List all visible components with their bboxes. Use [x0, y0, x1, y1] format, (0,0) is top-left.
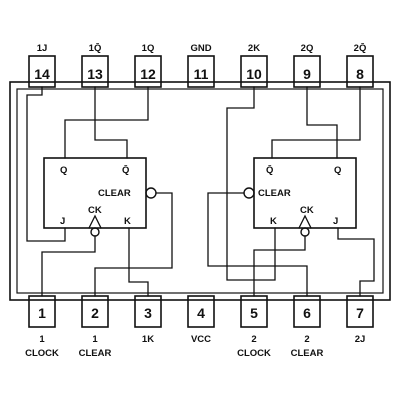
pin-number: 8 [356, 66, 364, 82]
wire-pin12-to-q1 [64, 86, 149, 159]
flip-flop-2-q-label: Q [334, 165, 341, 176]
flip-flop-1-qbar-label: Q̄ [122, 165, 129, 176]
top-pin-13: 13 1Q̄ [81, 43, 109, 88]
flip-flop-1-clock-bubble [90, 227, 100, 237]
pin-label-line2: CLEAR [79, 348, 112, 359]
pin-number: 9 [303, 66, 311, 82]
pin-label: 2K [248, 43, 260, 54]
pin-label: 2J [355, 334, 366, 345]
pin-box [187, 55, 215, 88]
flip-flop-1-ck-label: CK [88, 205, 102, 216]
bottom-pin-7: 7 2J [346, 295, 374, 345]
flip-flop-2-k-label: K [270, 216, 277, 227]
bottom-pin-3: 3 1K [134, 295, 162, 345]
wire-pin7-to-j2 [337, 227, 375, 297]
flip-flop-2-j-label: J [333, 216, 338, 227]
pin-number: 3 [144, 305, 152, 321]
flip-flop-2-clear-bubble [243, 187, 255, 199]
flip-flop-2-clear-label: CLEAR [258, 188, 291, 199]
bottom-pin-4: 4 VCC [187, 295, 215, 345]
flip-flop-1-clock-triangle [88, 214, 102, 229]
flip-flop-1-j-label: J [60, 216, 65, 227]
top-pin-14: 14 1J [28, 43, 56, 88]
wire-pin13-to-qbar1 [94, 86, 128, 159]
pin-box [187, 295, 215, 328]
pin-label-line2: CLOCK [25, 348, 59, 359]
pin-number: 13 [87, 66, 103, 82]
pin-number: 10 [246, 66, 262, 82]
wire-pin2-to-clear1 [94, 192, 173, 297]
flip-flop-1: Q Q̄ CLEAR J CK K [43, 157, 157, 237]
top-pin-12: 12 1Q [134, 43, 162, 88]
pin-label: 2 [251, 334, 256, 345]
flip-flop-1-wiring [26, 86, 173, 297]
pin-label: 1K [142, 334, 154, 345]
flip-flop-2-clock-bubble [300, 227, 310, 237]
wire-pin5-to-ck2 [253, 235, 306, 297]
flip-flop-1-q-label: Q [60, 165, 67, 176]
pin-label: 1 [92, 334, 98, 345]
pin-label-line2: CLEAR [291, 348, 324, 359]
flip-flop-1-k-label: K [124, 216, 131, 227]
top-pin-8: 8 2Q̄ [346, 43, 374, 88]
flip-flop-2-qbar-label: Q̄ [266, 165, 273, 176]
flip-flop-1-clear-label: CLEAR [98, 188, 131, 199]
pin-number: 6 [303, 305, 311, 321]
pin-label: 2 [304, 334, 309, 345]
pin-number: 2 [91, 305, 99, 321]
wire-pin1-to-ck1 [41, 235, 96, 297]
pin-number: 4 [197, 305, 205, 321]
bottom-pin-5: 5 2 CLOCK [237, 295, 271, 359]
top-pin-9: 9 2Q [293, 43, 321, 88]
pin-number: 7 [356, 305, 364, 321]
pin-number: 12 [140, 66, 156, 82]
flip-flop-2-ck-label: CK [300, 205, 314, 216]
pin-label: 1Q̄ [89, 43, 102, 54]
flip-flop-2: Q̄ Q CLEAR K CK J [243, 157, 357, 237]
wire-pin8-to-qbar2 [271, 86, 361, 159]
pin-number: 14 [34, 66, 50, 82]
top-pin-10: 10 2K [240, 43, 268, 88]
flip-flop-2-wiring [207, 86, 375, 297]
pin-number: 11 [194, 66, 209, 82]
top-pin-11: 11 GND [187, 43, 215, 88]
pin-label: GND [190, 43, 211, 54]
flip-flop-2-clock-triangle [298, 214, 312, 229]
flip-flop-1-clear-bubble [145, 187, 157, 199]
wire-pin6-to-clear2 [207, 192, 308, 297]
pin-label: 2Q [301, 43, 314, 54]
ic-package-outline [9, 81, 391, 301]
pin-label: VCC [191, 334, 211, 345]
wire-pin9-to-q2 [306, 86, 338, 159]
wire-pin3-to-k1 [128, 227, 149, 297]
pin-number: 1 [38, 305, 46, 321]
pin-label: 2Q̄ [354, 43, 367, 54]
wire-pin14-to-j1 [26, 86, 66, 242]
bottom-pin-2: 2 1 CLEAR [79, 295, 112, 359]
pin-label: 1Q [142, 43, 155, 54]
bottom-pin-6: 6 2 CLEAR [291, 295, 324, 359]
pin-number: 5 [250, 305, 258, 321]
wire-pin10-to-k2 [226, 86, 276, 281]
pin-label-line2: CLOCK [237, 348, 271, 359]
bottom-pin-1: 1 1 CLOCK [25, 295, 59, 359]
ic-package-inner-outline [16, 88, 384, 294]
pin-label: 1J [37, 43, 48, 54]
pin-label: 1 [39, 334, 45, 345]
